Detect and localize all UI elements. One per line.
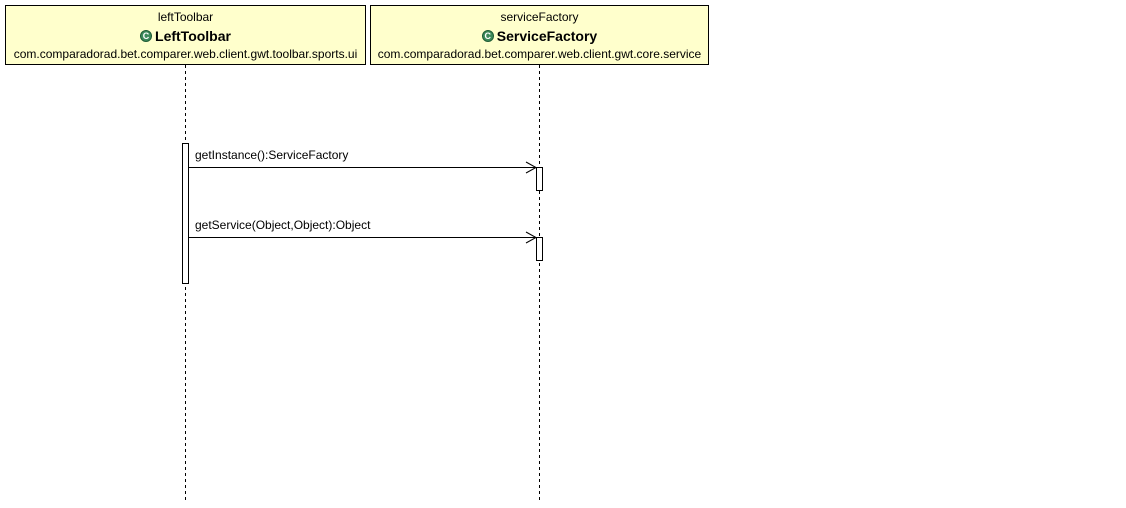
activation-bar-lefttoolbar bbox=[182, 143, 189, 284]
message-label-getinstance: getInstance():ServiceFactory bbox=[195, 148, 349, 162]
package-name: com.comparadorad.bet.comparer.web.client… bbox=[13, 47, 358, 61]
class-name: ServiceFactory bbox=[496, 28, 598, 44]
activation-bar-servicefactory-1 bbox=[536, 167, 543, 191]
package-name: com.comparadorad.bet.comparer.web.client… bbox=[377, 47, 702, 61]
class-title: LeftToolbar bbox=[6, 27, 365, 45]
class-title: ServiceFactory bbox=[371, 27, 708, 45]
instance-name: leftToolbar bbox=[157, 10, 214, 24]
lifeline-head-lefttoolbar[interactable]: leftToolbar LeftToolbar com.comparadorad… bbox=[5, 5, 366, 65]
lifeline-head-servicefactory[interactable]: serviceFactory ServiceFactory com.compar… bbox=[370, 5, 709, 65]
message-label-getservice: getService(Object,Object):Object bbox=[195, 218, 371, 232]
arrowhead-getservice bbox=[525, 231, 538, 244]
class-icon bbox=[481, 30, 494, 42]
activation-bar-servicefactory-2 bbox=[536, 237, 543, 261]
instance-name: serviceFactory bbox=[500, 10, 579, 24]
arrowhead-getinstance bbox=[525, 161, 538, 174]
class-icon bbox=[140, 30, 153, 42]
class-name: LeftToolbar bbox=[155, 28, 231, 44]
